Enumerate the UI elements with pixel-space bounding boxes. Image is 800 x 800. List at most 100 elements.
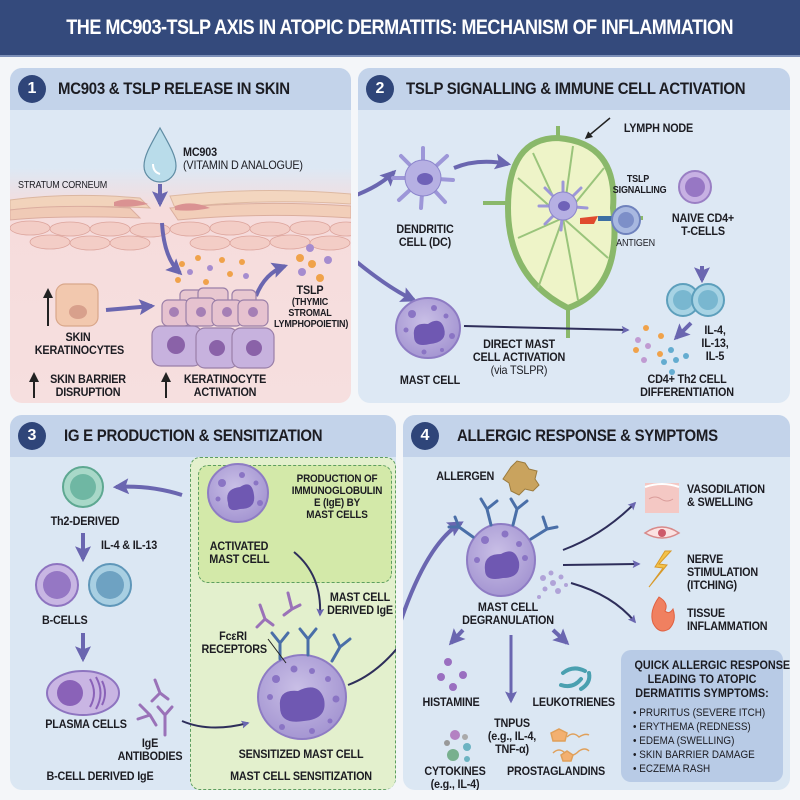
histamine-label: HISTAMINE: [422, 695, 480, 709]
antigen-label: ANTIGEN: [616, 238, 655, 249]
lymph-node-label: LYMPH NODE: [623, 121, 694, 135]
keratinocyte-cell: [55, 283, 99, 327]
naive-t-cells-label: NAIVE CD4+T-CELLS: [671, 211, 735, 238]
list-item: ECZEMA RASH: [633, 762, 763, 776]
activated-mast-cell: [207, 463, 269, 523]
panel-header: 3 IG E PRODUCTION & SENSITIZATION: [10, 415, 396, 457]
symptoms-summary-box: QUICK ALLERGIC RESPONSE LEADING TO ATOPI…: [621, 650, 791, 782]
mc903-label: MC903: [183, 145, 217, 159]
stratum-corneum-layer: [10, 189, 351, 221]
th2-cells: [666, 283, 725, 317]
panel-ige-production: 3 IG E PRODUCTION & SENSITIZATION: [10, 415, 396, 790]
eye-icon: [643, 526, 681, 539]
immune-illustration: [358, 117, 725, 375]
b-cell-derived-ige-label: B-CELL DERIVED IgE: [46, 769, 154, 783]
cytokine-particles: [633, 325, 689, 375]
list-item: EDEMA (SWELLING): [633, 734, 763, 748]
stratum-corneum-label: STRATUM CORNEUM: [18, 180, 108, 191]
lightning-icon: [648, 550, 673, 588]
skin-swelling-icon: [644, 483, 680, 513]
mast-cell-label: MAST CELL: [399, 373, 461, 387]
mast-cell: [395, 297, 461, 359]
histamine-particles: [437, 658, 467, 691]
interleukins-label: IL-4,IL-13,IL-5: [701, 323, 729, 363]
panel-heading: MC903 & TSLP RELEASE IN SKIN: [58, 79, 290, 98]
panel-header: 1 MC903 & TSLP RELEASE IN SKIN: [10, 68, 351, 110]
cytokines-label: CYTOKINES(e.g., IL-4): [424, 764, 486, 791]
panel-heading: TSLP SIGNALLING & IMMUNE CELL ACTIVATION: [406, 79, 746, 98]
list-item: ERYTHEMA (REDNESS): [633, 720, 763, 734]
tnpus-label: TNPUS(e.g., IL-4,TNF-α): [487, 716, 537, 756]
th2-derived-label: Th2-DERIVED: [50, 514, 120, 528]
arrow-direct-activation: [463, 325, 630, 334]
vasodilation-label: VASODILATION& SWELLING: [687, 482, 765, 509]
antigen-icon: [580, 216, 598, 224]
activated-keratinocytes: [151, 287, 275, 369]
symptom-list: PRURITUS (SEVERE ITCH) ERYTHEMA (REDNESS…: [627, 706, 777, 776]
prostaglandins-label: PROSTAGLANDINS: [506, 764, 606, 778]
panel-header: 2 TSLP SIGNALLING & IMMUNE CELL ACTIVATI…: [358, 68, 790, 110]
tslp-label: TSLP (THYMIC STROMAL LYMPHOPOIETIN): [274, 283, 349, 331]
list-item: PRURITUS (SEVERE ITCH): [633, 706, 765, 720]
sensitized-mast-cell: [257, 654, 347, 740]
droplet-icon: [143, 126, 177, 183]
ige-receptors: [447, 497, 559, 541]
leukotrienes-label: LEUKOTRIENES: [532, 695, 616, 709]
skin-illustration: [10, 126, 351, 398]
panel-heading: ALLERGIC RESPONSE & SYMPTOMS: [457, 426, 718, 445]
step-badge: 2: [366, 75, 394, 103]
panel-header: 4 ALLERGIC RESPONSE & SYMPTOMS: [403, 415, 790, 457]
tslp-particles: [175, 244, 332, 285]
ige-illustration: [35, 463, 396, 740]
list-item: SKIN BARRIER DAMAGE: [633, 748, 763, 762]
sensitized-mast-cell-label: SENSITIZED MAST CELL: [238, 747, 364, 761]
panel-mc903-tslp-release: 1 MC903 & TSLP RELEASE IN SKIN: [10, 68, 351, 403]
plasma-cell: [46, 670, 120, 716]
cytokine-particles: [444, 730, 471, 762]
step-badge: 3: [18, 422, 46, 450]
mc903-sublabel: (VITAMIN D ANALOGUE): [183, 158, 303, 172]
fceri-receptors: [270, 627, 352, 663]
arrow-to-tslp: [254, 262, 289, 297]
allergen-icon: [502, 460, 540, 496]
summary-title: QUICK ALLERGIC RESPONSE LEADING TO ATOPI…: [634, 658, 791, 700]
panel-heading: IG E PRODUCTION & SENSITIZATION: [64, 426, 323, 445]
panel-tslp-signalling: 2 TSLP SIGNALLING & IMMUNE CELL ACTIVATI…: [358, 68, 790, 403]
mast-cell-sensitization-label: MAST CELL SENSITIZATION: [230, 769, 372, 783]
b-cells-label: B-CELLS: [42, 613, 88, 627]
il4-il13-label: IL-4 & IL-13: [101, 538, 158, 552]
plasma-cells-label: PLASMA CELLS: [45, 717, 127, 731]
epidermis-cells: [10, 220, 351, 251]
arrow-right: [105, 299, 156, 316]
b-cells: [35, 563, 132, 607]
page-title: THE MC903-TSLP AXIS IN ATOPIC DERMATITIS…: [66, 15, 734, 39]
granules: [537, 570, 568, 599]
step-badge: 4: [411, 422, 439, 450]
leukotriene-icon: [559, 666, 592, 691]
allergen-label: ALLERGEN: [436, 469, 495, 483]
dendritic-cell-in-node: [537, 180, 589, 232]
title-bar: THE MC903-TSLP AXIS IN ATOPIC DERMATITIS…: [0, 0, 800, 57]
arrow-curved: [160, 222, 183, 276]
allergic-illustration: [403, 460, 681, 762]
degranulating-mast-cell: [466, 523, 536, 597]
ige-antibodies: [136, 678, 174, 737]
dendritic-cell: [391, 146, 455, 210]
step-badge: 1: [18, 75, 46, 103]
flame-icon: [651, 596, 675, 632]
